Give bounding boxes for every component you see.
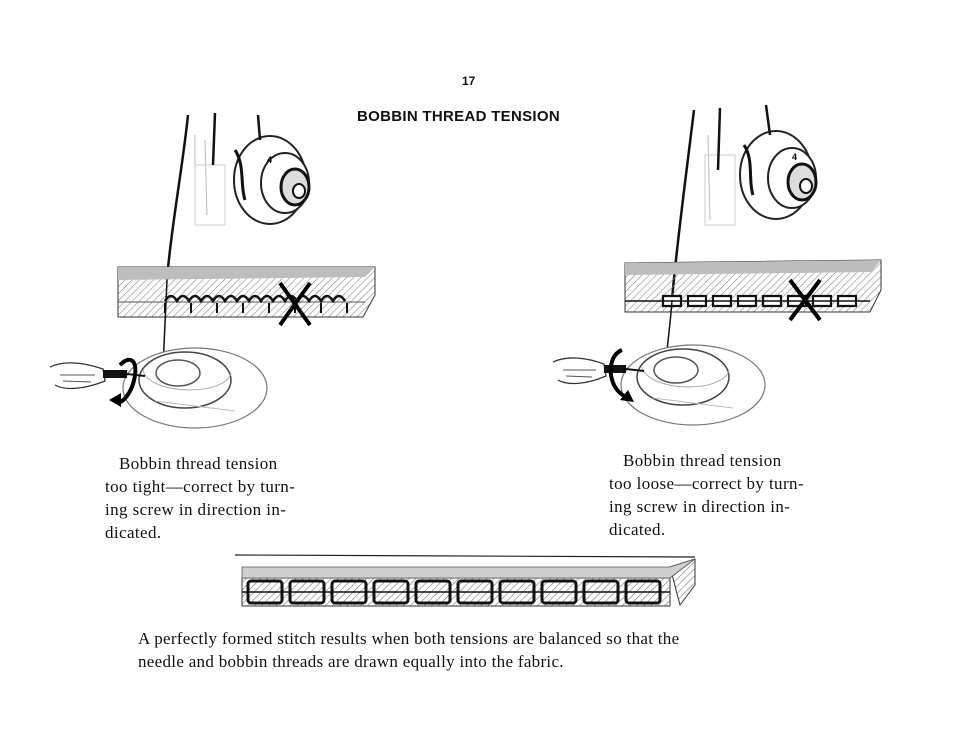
loose-tension-illustration: 4 [552,104,882,426]
error-x-icon [278,281,312,327]
caption-line: too tight—correct by turn- [105,477,296,496]
fabric-strip [624,259,882,313]
caption-line: Bobbin thread tension [119,454,278,473]
caption-line: dicated. [105,523,162,542]
page-number: 17 [462,74,476,88]
fabric-strip [117,266,376,318]
caption-line: dicated. [609,520,666,539]
error-x-icon [788,278,822,322]
clockwise-arrow-icon [109,357,138,407]
caption-line: ing screw in direction in- [105,500,287,519]
summary-line: A perfectly formed stitch results when b… [138,629,680,648]
loose-tension-caption: Bobbin thread tension too loose—correct … [609,449,852,541]
summary-paragraph: A perfectly formed stitch results when b… [138,627,828,673]
hand-screwdriver-icon [49,362,146,390]
balanced-stitch-illustration [234,554,696,607]
caption-line: too loose—correct by turn- [609,474,804,493]
hand-screwdriver-icon [552,357,645,385]
svg-text:4: 4 [792,152,797,162]
page-title: BOBBIN THREAD TENSION [357,108,560,125]
caption-line: Bobbin thread tension [623,451,782,470]
bobbin-case-icon [122,347,268,429]
tension-dial-icon: 4 [704,130,818,226]
caption-line: ing screw in direction in- [609,497,791,516]
tight-tension-caption: Bobbin thread tension too tight—correct … [105,452,331,544]
tight-tension-illustration: 4 [49,112,376,429]
counterclockwise-arrow-icon [608,348,634,402]
bobbin-case-icon [620,344,766,426]
tension-dial-icon: 4 [194,135,311,226]
svg-text:4: 4 [267,155,272,165]
summary-line: needle and bobbin threads are drawn equa… [138,652,564,671]
